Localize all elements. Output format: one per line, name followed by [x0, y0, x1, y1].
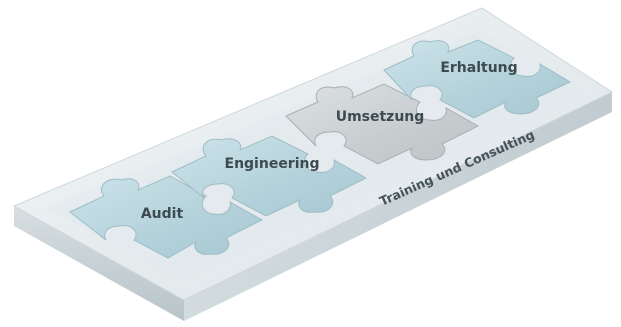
puzzle-piece-engineering: [171, 135, 368, 217]
puzzle-piece-umsetzung: [285, 83, 480, 165]
label-erhaltung: Erhaltung: [440, 60, 517, 76]
tray-right-face: [184, 92, 612, 321]
label-engineering: Engineering: [225, 156, 320, 172]
label-audit: Audit: [141, 206, 184, 222]
label-umsetzung: Umsetzung: [336, 109, 425, 125]
tray-front-face: [14, 206, 184, 321]
puzzle-piece-audit: [69, 175, 264, 259]
puzzle-piece-erhaltung: [383, 39, 572, 119]
